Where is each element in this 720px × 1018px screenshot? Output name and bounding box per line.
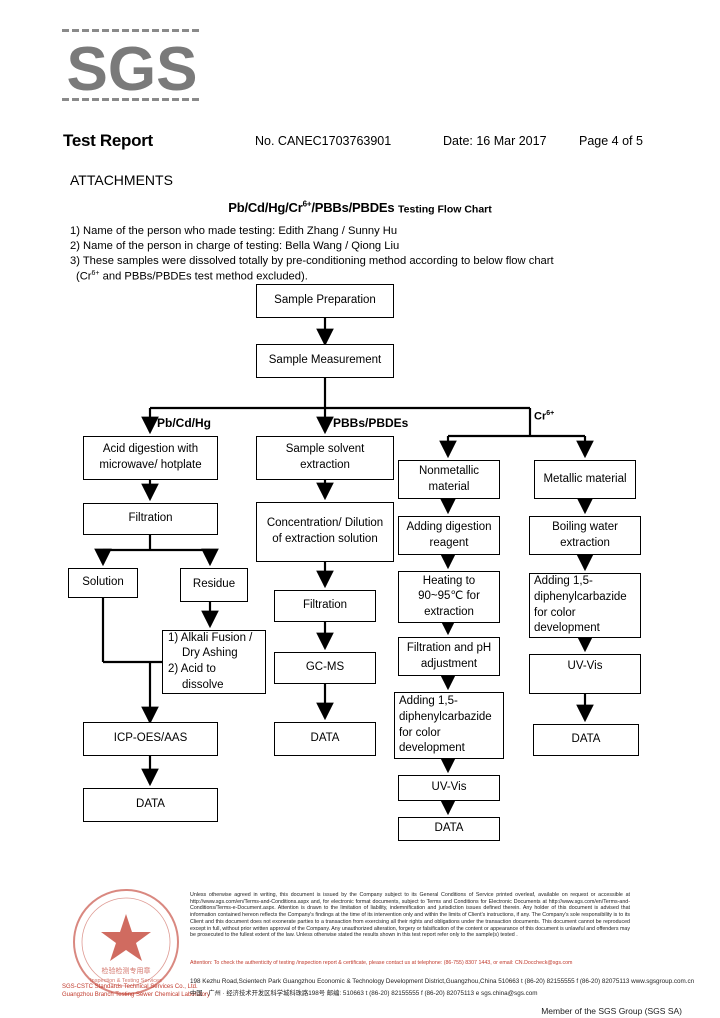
- note-1: 1) Name of the person who made testing: …: [70, 225, 398, 237]
- nonmetal-data-box: DATA: [398, 817, 500, 841]
- flow-chart-title: Pb/Cd/Hg/Cr6+/PBBs/PBDEs Testing Flow Ch…: [228, 200, 492, 216]
- alkali-line-3: 2) Acid to: [168, 663, 216, 675]
- pbb-data-box: DATA: [274, 722, 376, 756]
- nonmetal-uv-vis-box: UV-Vis: [398, 775, 500, 801]
- boiling-water-box: Boiling water extraction: [529, 516, 641, 555]
- page-number: Page 4 of 5: [579, 134, 643, 148]
- svg-text:检验检测专用章: 检验检测专用章: [102, 966, 151, 975]
- pbb-filtration-box: Filtration: [274, 590, 376, 622]
- note-3: 3) These samples were dissolved totally …: [70, 255, 554, 267]
- alkali-line-4: dissolve: [182, 678, 224, 691]
- report-date: Date: 16 Mar 2017: [443, 134, 547, 148]
- metal-diphenylcarbazide-box: Adding 1,5-diphenylcarbazide for color d…: [529, 573, 641, 638]
- alkali-line-2: Dry Ashing: [182, 647, 238, 660]
- note-2: 2) Name of the person in charge of testi…: [70, 240, 400, 252]
- report-title: Test Report: [63, 131, 153, 150]
- note-4: (Cr6+ and PBBs/PBDEs test method exclude…: [76, 270, 308, 283]
- ph-adjustment-box: Filtration and pH adjustment: [398, 637, 500, 676]
- metal-uv-vis-box: UV-Vis: [529, 654, 641, 694]
- seal-lab-line-1: SGS-CSTC Standards Technical Services Co…: [62, 984, 198, 990]
- sample-preparation-box: Sample Preparation: [256, 284, 394, 318]
- acid-digestion-box: Acid digestion with microwave/ hotplate: [83, 436, 218, 480]
- icp-oes-box: ICP-OES/AAS: [83, 722, 218, 756]
- member-text: Member of the SGS Group (SGS SA): [541, 1006, 682, 1016]
- nonmetal-diphenylcarbazide-box: Adding 1,5-diphenylcarbazide for color d…: [394, 692, 504, 759]
- concentration-box: Concentration/ Dilution of extraction so…: [256, 502, 394, 562]
- gc-ms-box: GC-MS: [274, 652, 376, 684]
- flow-connectors: [94, 318, 594, 816]
- digestion-reagent-box: Adding digestion reagent: [398, 516, 500, 555]
- alkali-line-1: 1) Alkali Fusion /: [168, 631, 253, 644]
- nonmetallic-material-box: Nonmetallic material: [398, 460, 500, 499]
- sgs-logo-text: SGS: [67, 35, 198, 104]
- branch-pbbs-pbdes: PBBs/PBDEs: [333, 416, 409, 430]
- alkali-fusion-box: 1) Alkali Fusion / Dry Ashing 2) Acid to…: [162, 630, 266, 694]
- pb-filtration-box: Filtration: [83, 503, 218, 535]
- residue-box: Residue: [180, 568, 248, 602]
- sgs-logo: SGS: [62, 29, 199, 104]
- attention-text: Attention: To check the authenticity of …: [190, 960, 573, 966]
- metal-data-box: DATA: [533, 724, 639, 756]
- address-cn: 中国 · 广州 · 经济技术开发区科学城科珠路198号 邮编: 510663 t…: [190, 990, 538, 997]
- branch-cr6: Cr6+: [534, 410, 555, 423]
- sample-measurement-box: Sample Measurement: [256, 344, 394, 378]
- report-number: No. CANEC1703763901: [255, 134, 392, 148]
- flow-chart-title-suffix: Testing Flow Chart: [398, 203, 492, 216]
- section-title: ATTACHMENTS: [70, 172, 173, 188]
- company-seal: 检验检测专用章 Inspection & Testing Services: [73, 889, 179, 995]
- branch-pb-cd-hg: Pb/Cd/Hg: [157, 416, 211, 430]
- svg-text:Inspection & Testing Services: Inspection & Testing Services: [90, 978, 162, 984]
- terms-text: Unless otherwise agreed in writing, this…: [190, 892, 630, 939]
- pb-data-box: DATA: [83, 788, 218, 822]
- solvent-extraction-box: Sample solvent extraction: [256, 436, 394, 480]
- heating-box: Heating to 90~95℃ for extraction: [398, 571, 500, 623]
- metallic-material-box: Metallic material: [534, 460, 636, 499]
- seal-lab-line-2: Guangzhou Branch Testing Sewer Chemical …: [62, 992, 210, 998]
- address-en: 198 Kezhu Road,Scientech Park Guangzhou …: [190, 978, 695, 985]
- solution-box: Solution: [68, 568, 138, 598]
